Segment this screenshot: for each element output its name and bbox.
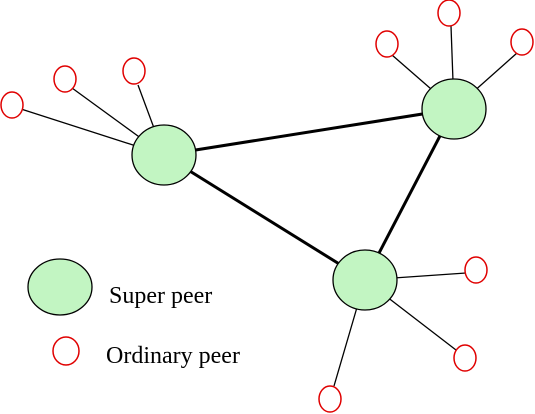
legend: Super peer Ordinary peer	[27, 258, 240, 369]
ordinary-peer-top-right-1	[375, 30, 399, 58]
ordinary-peer-left-1	[0, 91, 24, 119]
ordinary-peer-top-right-3	[510, 28, 534, 56]
legend-ordinary-peer-label: Ordinary peer	[106, 343, 240, 369]
legend-super-peer-symbol	[27, 258, 93, 316]
super-peer-bottom	[332, 249, 398, 311]
legend-ordinary-peer-symbol	[52, 336, 80, 366]
ordinary-peer-links	[20, 25, 518, 387]
super-peers	[131, 78, 487, 311]
backbone-link-top-right-bottom	[363, 108, 456, 281]
ordinary-peer-left-2	[53, 65, 77, 93]
backbone-link-left-bottom	[163, 153, 366, 282]
ordinary-peer-bottom-1	[464, 256, 488, 284]
ordinary-peer-top-right-2	[437, 0, 461, 27]
super-peer-left	[131, 124, 197, 186]
backbone-links	[163, 107, 456, 282]
legend-super-peer-label: Super peer	[109, 283, 212, 309]
backbone-link-left-top-right	[163, 107, 455, 157]
ordinary-peer-bottom-3	[318, 385, 342, 413]
ordinary-peer-left-3	[122, 57, 146, 85]
ordinary-peer-bottom-2	[453, 344, 477, 372]
super-peer-top-right	[421, 78, 487, 140]
